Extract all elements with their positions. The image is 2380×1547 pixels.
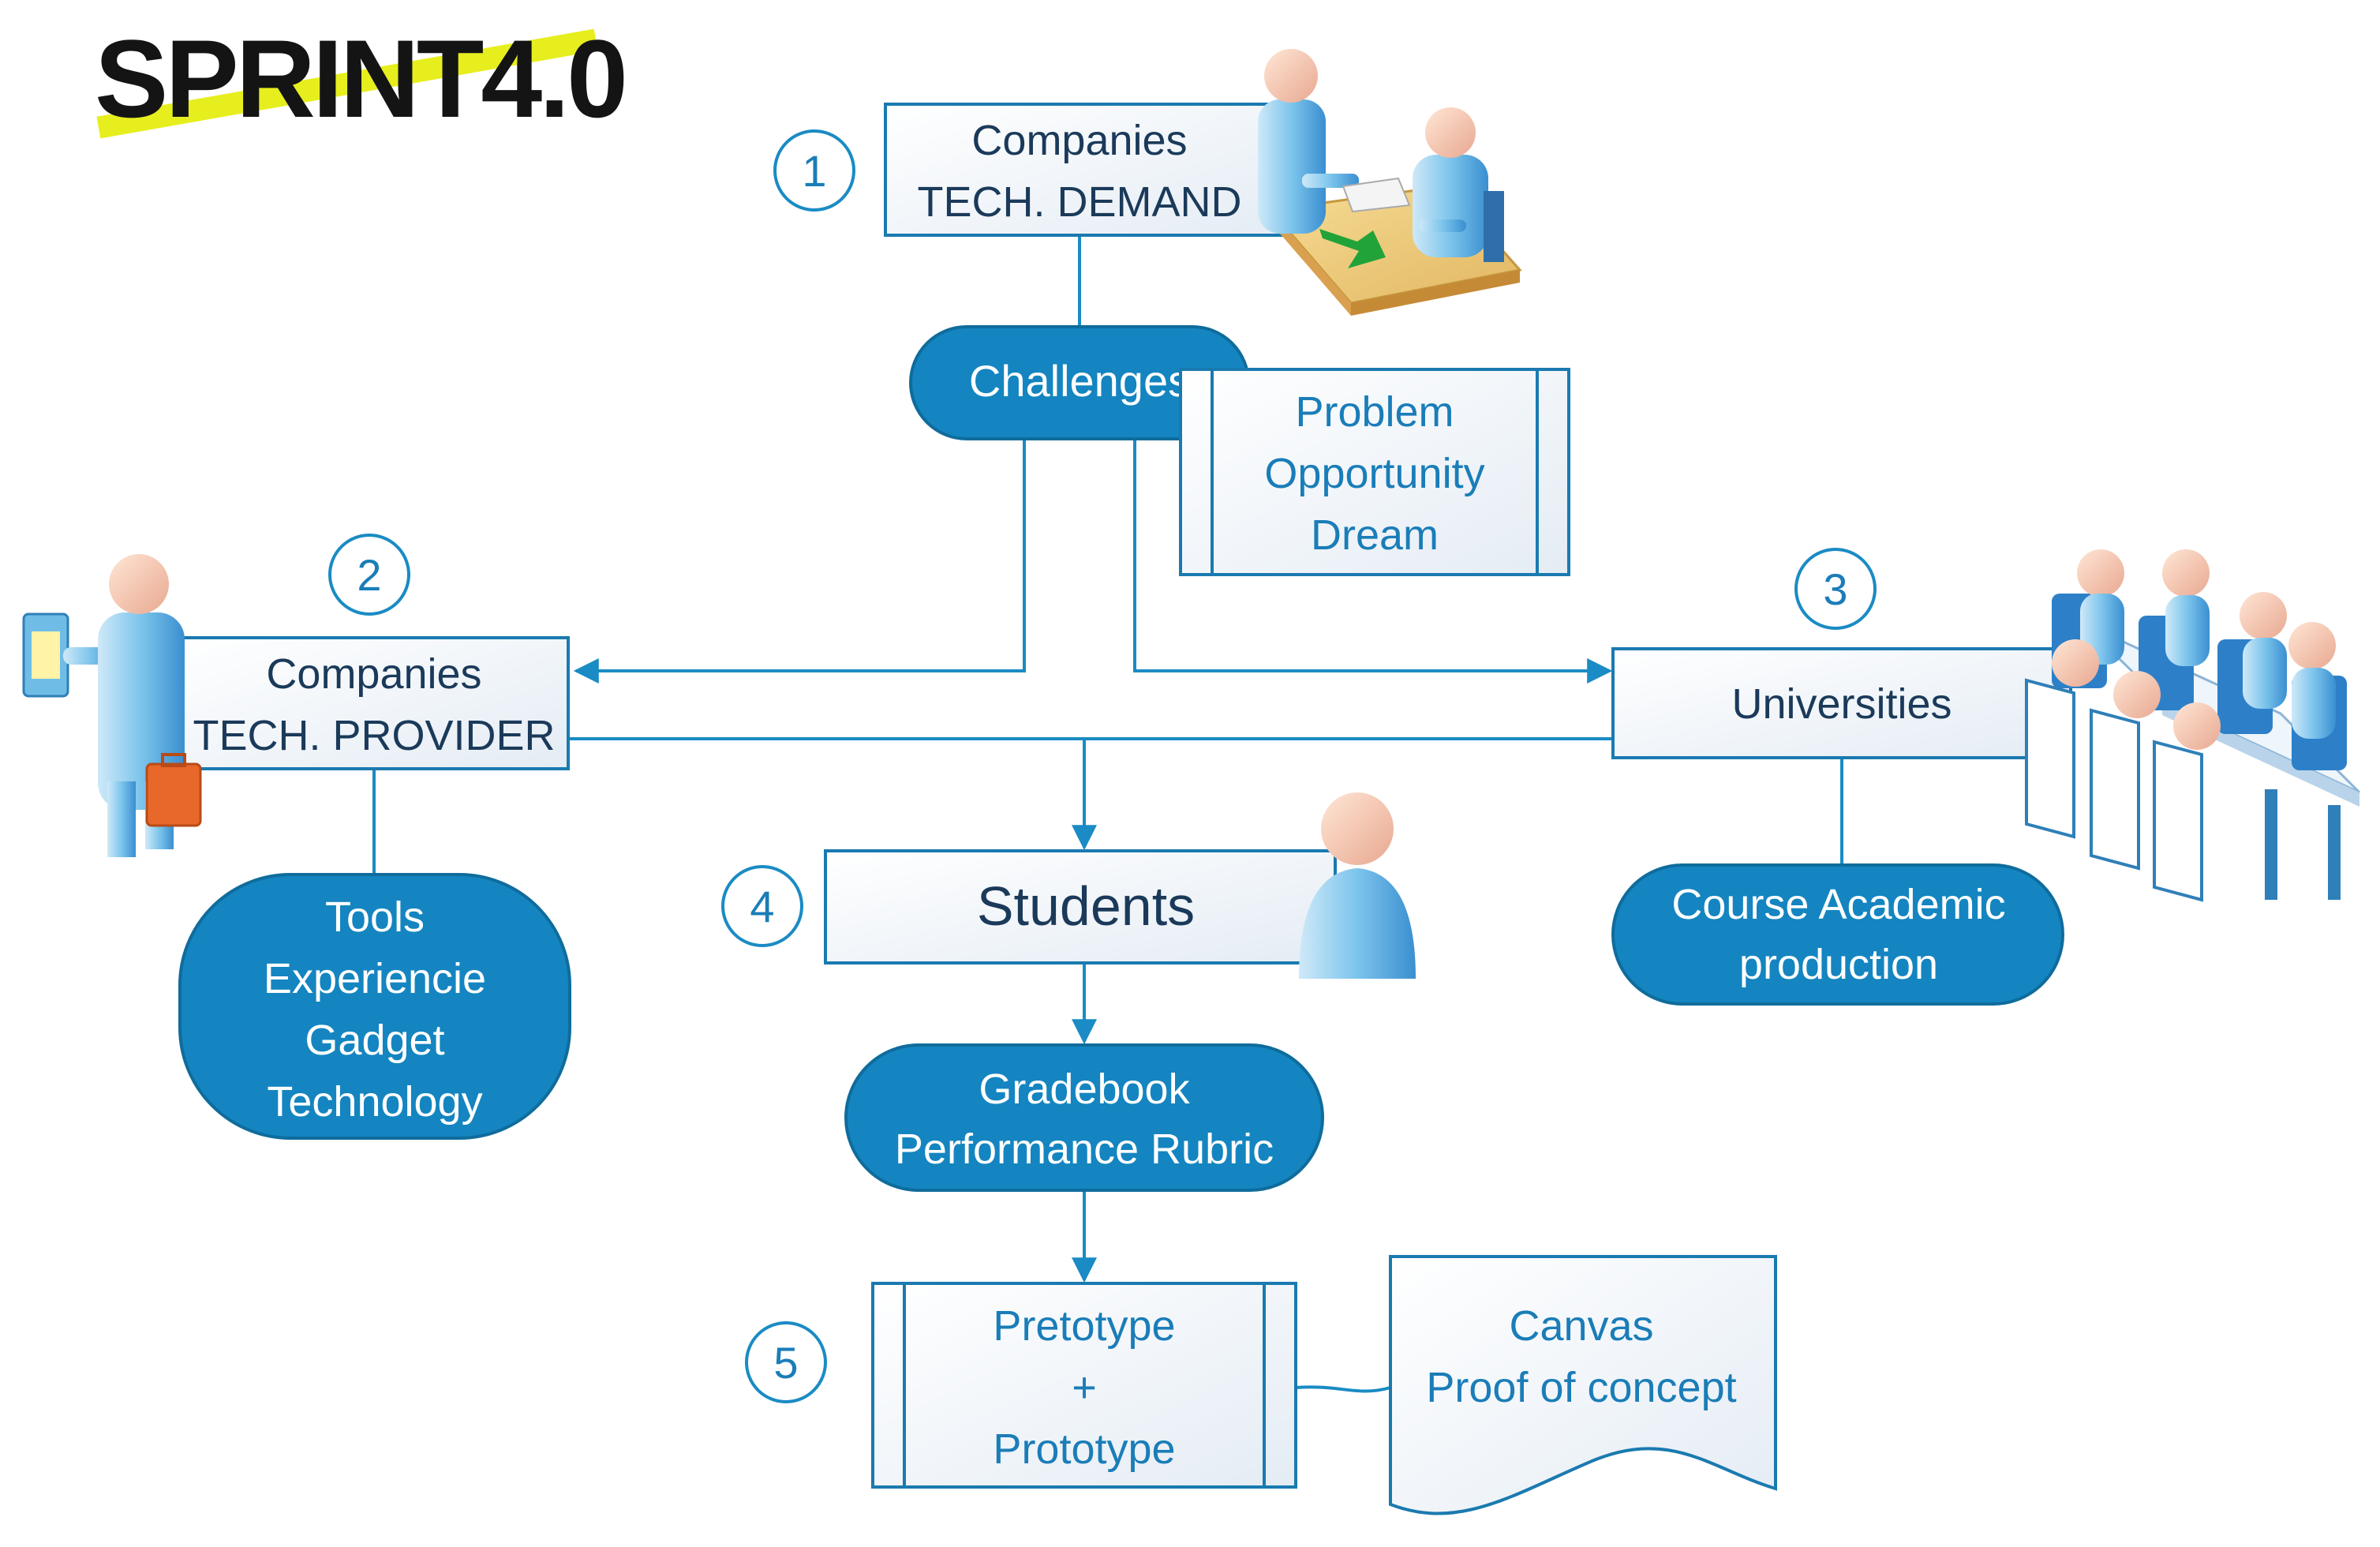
provider-output-technology: Technology xyxy=(267,1078,482,1126)
step-badge-1: 1 xyxy=(773,129,855,212)
box-pretotype-line1: Pretotype xyxy=(993,1302,1175,1350)
step-badge-5: 5 xyxy=(745,1321,827,1403)
box-students: Students xyxy=(824,849,1337,965)
step-badge-2: 2 xyxy=(328,534,410,616)
provider-output-tools: Tools xyxy=(325,893,425,941)
svg-text:4: 4 xyxy=(750,882,774,931)
provider-outputs-pill: Tools Experiencie Gadget Technology xyxy=(178,873,571,1140)
connector-challenges-universities xyxy=(1133,439,1613,684)
canvas-document-line2: Proof of concept xyxy=(1426,1364,1736,1411)
logo-accent-swoosh xyxy=(96,28,598,139)
svg-text:3: 3 xyxy=(1823,564,1847,614)
box-tech-demand-line2: TECH. DEMAND xyxy=(917,178,1241,226)
step-badge-3: 3 xyxy=(1794,548,1877,630)
box-tech-provider-line1: Companies xyxy=(266,650,481,698)
box-pretotype-line2: + xyxy=(1072,1364,1097,1411)
box-pretotype: Pretotype + Prototype xyxy=(871,1282,1297,1489)
challenges-pill: Challenges xyxy=(909,325,1250,440)
connector-challenges-provider xyxy=(573,439,1026,684)
challenge-detail-opportunity: Opportunity xyxy=(1264,450,1484,497)
university-output-line1: Course Academic xyxy=(1671,881,2005,928)
box-students-label: Students xyxy=(977,875,1195,937)
svg-text:1: 1 xyxy=(802,146,826,196)
student-output-rubric: Performance Rubric xyxy=(895,1126,1274,1173)
canvas-document-line1: Canvas xyxy=(1509,1302,1653,1350)
svg-text:5: 5 xyxy=(773,1338,798,1388)
box-tech-demand-line1: Companies xyxy=(971,117,1187,164)
provider-output-experiencie: Experiencie xyxy=(264,955,486,1002)
sprint-logo: SPRINT4.0 xyxy=(95,17,628,140)
logo-text: SPRINT4.0 xyxy=(95,17,625,140)
box-tech-provider-line2: TECH. PROVIDER xyxy=(193,712,555,759)
student-outputs-pill: Gradebook Performance Rubric xyxy=(844,1043,1324,1192)
university-output-line2: production xyxy=(1739,941,1938,988)
step-badges: 1 2 3 4 5 xyxy=(328,129,1877,1403)
challenges-label: Challenges xyxy=(969,356,1190,406)
box-universities: Universities xyxy=(1611,647,2072,759)
student-icon xyxy=(1299,792,1416,979)
university-outputs-pill: Course Academic production xyxy=(1611,863,2064,1006)
canvas-document: Canvas Proof of concept xyxy=(1389,1255,1777,1515)
meeting-table-icon xyxy=(2025,549,2361,902)
challenge-detail-dream: Dream xyxy=(1311,511,1439,559)
box-tech-provider: Companies TECH. PROVIDER xyxy=(178,636,570,770)
provider-output-gadget: Gadget xyxy=(305,1017,444,1064)
step-badge-4: 4 xyxy=(721,865,803,947)
student-output-gradebook: Gradebook xyxy=(979,1066,1190,1113)
challenge-detail-problem: Problem xyxy=(1295,388,1454,436)
connector-pretotype-canvas xyxy=(1295,1385,1391,1393)
box-universities-label: Universities xyxy=(1731,680,1952,728)
challenge-details-box: Problem Opportunity Dream xyxy=(1179,368,1570,576)
box-tech-demand: Companies TECH. DEMAND xyxy=(884,103,1291,237)
connectors xyxy=(372,237,1843,1393)
box-pretotype-line3: Prototype xyxy=(993,1425,1175,1473)
presenter-with-briefcase-icon xyxy=(22,554,202,857)
svg-text:2: 2 xyxy=(357,550,381,600)
business-handshake-icon xyxy=(1258,49,1522,316)
